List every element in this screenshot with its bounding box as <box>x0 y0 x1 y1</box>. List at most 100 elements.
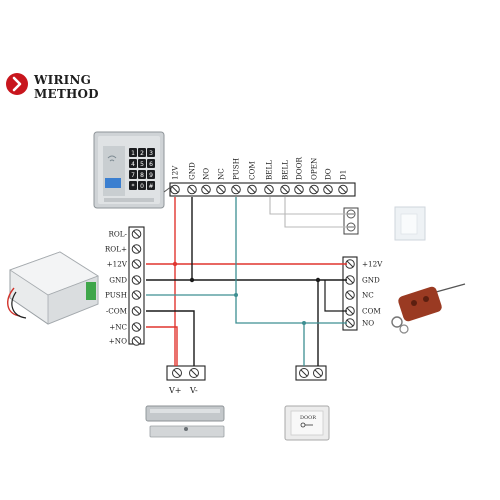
title-line-2: METHOD <box>34 87 99 101</box>
lock-label-vplus: V+ <box>168 386 181 395</box>
svg-text:#: # <box>148 183 153 190</box>
exit-button-label: DOOR <box>300 415 316 421</box>
svg-text:6: 6 <box>149 161 153 168</box>
receiver-terminal-label: +12V <box>362 260 383 269</box>
page-title: WIRING METHOD <box>34 73 99 101</box>
keypad-key: 8 <box>138 170 146 179</box>
magnetic-lock-icon <box>145 405 225 438</box>
svg-text:1: 1 <box>131 150 135 157</box>
wire-grey-bell-2 <box>284 197 346 228</box>
power-terminal-strip: ROL- ROL+ +12V GND PUSH -COM +NC +NO <box>105 226 145 346</box>
top-terminal-screw <box>323 184 333 195</box>
svg-text:4: 4 <box>131 161 135 168</box>
top-terminal-label: DOOR <box>295 156 304 180</box>
exit-button-terminal <box>295 365 327 381</box>
top-terminal-screw <box>280 184 290 195</box>
title-line-1: WIRING <box>34 73 92 87</box>
keypad-key: 7 <box>129 170 137 179</box>
power-terminal-screw <box>131 322 142 332</box>
keypad-cable <box>163 185 173 193</box>
top-terminal-screw <box>309 184 319 195</box>
top-terminal-label: GND <box>188 162 197 180</box>
keypad-key: 2 <box>138 148 146 157</box>
wire-junction-red <box>172 261 178 267</box>
power-terminal-screw <box>131 244 142 254</box>
wire-red-12v <box>146 197 347 366</box>
power-terminal-label: +NC <box>109 323 127 332</box>
wire-black-receiver-nc <box>324 280 347 312</box>
keypad-key: 1 <box>129 148 137 157</box>
top-terminal-screw <box>231 184 241 195</box>
top-terminal-screw <box>338 184 348 195</box>
top-terminal-label: 12V <box>171 165 180 180</box>
keypad-key: * <box>129 181 137 190</box>
wire-grey-bell-1 <box>269 197 346 215</box>
receiver-terminal-label: GND <box>362 276 380 285</box>
power-terminal-label: GND <box>109 276 127 285</box>
power-terminal-label: +NO <box>109 337 127 346</box>
receiver-terminal-screw <box>345 290 355 300</box>
power-terminal-screw <box>131 275 142 285</box>
arrow-badge-icon <box>6 73 28 95</box>
top-terminal-screw <box>294 184 304 195</box>
top-terminal-label: NC <box>217 168 226 180</box>
top-terminal-label: PUSH <box>232 158 241 180</box>
wire-junction-teal-2 <box>302 321 306 325</box>
keypad-key: 5 <box>138 159 146 168</box>
top-terminal-label: D1 <box>339 170 348 180</box>
wire-black-gnd <box>146 197 347 281</box>
bell-terminal-block <box>343 207 359 235</box>
wire-red-lock <box>146 326 178 366</box>
power-terminal-label: ROL+ <box>105 245 127 254</box>
keypad-key: 6 <box>147 159 155 168</box>
wire-junction-black <box>189 277 195 283</box>
top-terminal-label: DO <box>324 168 333 180</box>
svg-text:8: 8 <box>140 172 144 179</box>
receiver-terminal-label: COM <box>362 307 381 316</box>
exit-button-icon: DOOR <box>284 405 330 441</box>
power-terminal-label: ROL- <box>108 230 127 239</box>
top-terminal-screw <box>216 184 226 195</box>
receiver-terminal-label: NO <box>362 319 374 328</box>
power-terminal-label: -COM <box>106 307 127 316</box>
svg-text:5: 5 <box>140 161 144 168</box>
top-terminal-screw <box>264 184 274 195</box>
svg-text:7: 7 <box>131 172 135 179</box>
top-terminal-label: BELL <box>265 160 274 180</box>
wire-teal-push <box>235 197 347 324</box>
top-terminal-label: COM <box>248 161 257 180</box>
keypad-key: 4 <box>129 159 137 168</box>
top-terminal-strip: 12V GND NO NC PUSH COM BELL BELL DOOR OPEN DO D1 <box>169 156 356 197</box>
top-terminal-label: OPEN <box>310 158 319 180</box>
receiver-terminal-strip: +12V GND NC COM NO <box>342 256 383 331</box>
keypad-key: # <box>147 181 155 190</box>
wire-layer <box>146 197 347 366</box>
receiver-terminal-label: NC <box>362 291 374 300</box>
svg-text:2: 2 <box>140 150 144 157</box>
top-terminal-screw <box>170 184 180 195</box>
power-supply-device <box>7 251 99 325</box>
svg-text:3: 3 <box>149 150 153 157</box>
card-reader-icon <box>105 178 121 188</box>
svg-text:0: 0 <box>140 183 144 190</box>
top-terminal-screw <box>247 184 257 195</box>
svg-text:*: * <box>132 183 135 190</box>
svg-text:9: 9 <box>149 172 153 179</box>
power-terminal-screw <box>131 336 142 346</box>
top-terminal-label: BELL <box>281 160 290 180</box>
keypad-key: 9 <box>147 170 155 179</box>
power-terminal-label: PUSH <box>105 291 127 300</box>
top-terminal-label: NO <box>202 168 211 180</box>
power-terminal-screw <box>131 290 142 300</box>
wire-junction-teal <box>234 293 238 297</box>
doorbell-icon <box>394 206 426 241</box>
power-terminal-label: +12V <box>107 260 128 269</box>
remote-control-icon <box>391 283 466 334</box>
keypad-key: 3 <box>147 148 155 157</box>
power-terminal-screw <box>131 306 142 316</box>
wire-black-lock <box>146 310 195 366</box>
lock-label-vminus: V- <box>189 386 198 395</box>
